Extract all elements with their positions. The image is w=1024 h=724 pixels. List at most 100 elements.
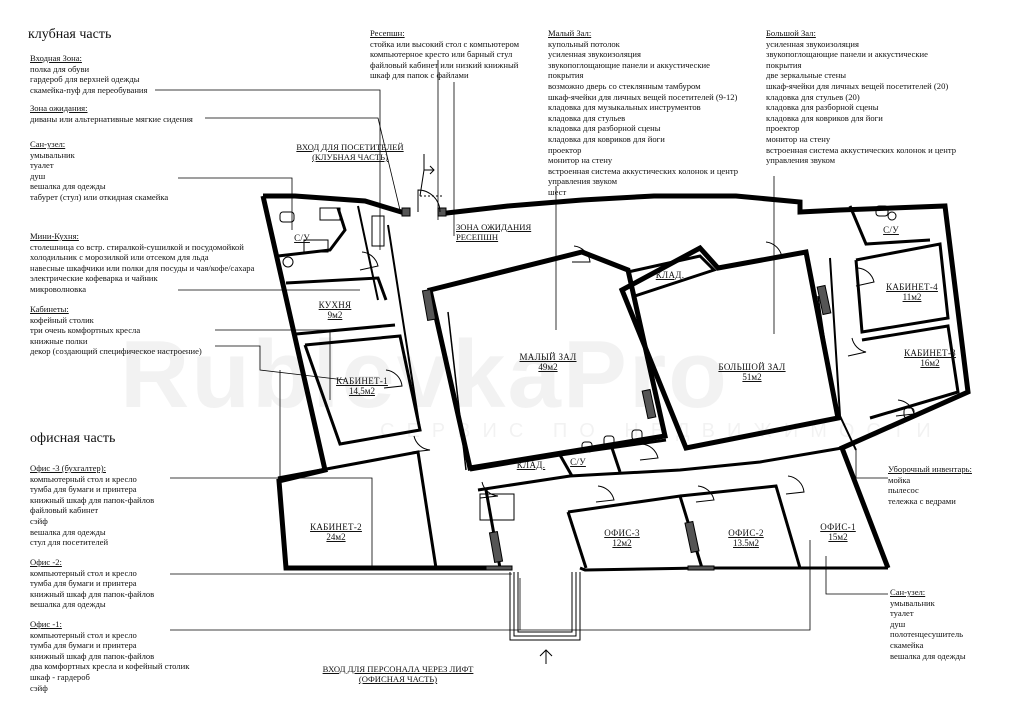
block-line: вешалка для одежды <box>890 650 966 661</box>
room-name: КЛАД. <box>516 460 546 470</box>
room-area: 14,5м2 <box>349 386 375 396</box>
inner-wall <box>829 257 857 451</box>
outer-wall <box>437 193 971 569</box>
staff-entrance-label: ВХОД ДЛЯ ПЕРСОНАЛА ЧЕРЕЗ ЛИФТ (ОФИСНАЯ Ч… <box>318 664 478 684</box>
block-line: тумба для бумаги и принтера <box>30 484 137 495</box>
block-line: книжный шкаф для папок-файлов <box>30 650 155 661</box>
block-line: управления звуком <box>766 155 836 166</box>
room-area: 11м2 <box>902 292 922 302</box>
inner-wall <box>566 511 588 569</box>
inner-wall <box>469 438 667 472</box>
leader-cleaning <box>855 450 888 479</box>
inner-wall <box>477 446 843 492</box>
room-area: 9м2 <box>327 310 343 320</box>
block-line: электрические кофеварка и чайник <box>30 273 158 284</box>
waiting-zone-block: Зона ожидания: диваны или альтернативные… <box>30 103 193 124</box>
room-area: 24м2 <box>326 532 346 542</box>
cleaning-block: Уборочный инвентарь: мойка пылесос тележ… <box>888 464 972 506</box>
inner-wall <box>679 484 802 569</box>
reception-block: Ресепшн: стойка или высокий стол с компь… <box>370 28 519 81</box>
bathroom-office-block: Сан-узел: умывальник туалет душ полотенц… <box>890 587 966 661</box>
room-name: С/У <box>570 457 586 467</box>
block-line: душ <box>30 170 46 181</box>
room-name: КАБИНЕТ-3 <box>904 348 956 358</box>
block-line: шест <box>548 186 567 197</box>
block-line: два комфортных кресла и кофейный столик <box>30 661 190 672</box>
block-line: туалет <box>890 608 914 619</box>
room-area: 15м2 <box>828 532 848 542</box>
block-line: полотенцесушитель <box>890 629 964 640</box>
block-line: умывальник <box>30 149 75 160</box>
entrance-line: ВХОД ДЛЯ ПЕРСОНАЛА ЧЕРЕЗ ЛИФТ <box>322 664 474 674</box>
block-line: шкаф - гардероб <box>30 671 90 682</box>
block-line: навесные шкафчики или полки для посуды и… <box>30 262 255 273</box>
room-name: С/У <box>883 225 899 235</box>
block-line: диваны или альтернативные мягкие сидения <box>30 113 193 124</box>
block-heading: Сан-узел: <box>890 587 926 597</box>
block-line: звукопоглощающие панели и аккустические <box>766 49 928 60</box>
room-area: 12м2 <box>612 538 632 548</box>
block-line: туалет <box>30 160 54 171</box>
block-heading: Сан-узел: <box>30 139 66 149</box>
room-name: КАБИНЕТ-2 <box>310 522 362 532</box>
block-line: шкаф-ячейки для личных вещей посетителей… <box>766 80 949 91</box>
block-line: возможно дверь со стеклянным тамбуром <box>548 80 701 91</box>
block-line: кофейный столик <box>30 314 94 325</box>
office-3-block: Офис -3 (бухгалтер): компьютерный стол и… <box>30 463 154 548</box>
zone-line: ЗОНА ОЖИДАНИЯ <box>456 222 532 232</box>
outer-wall <box>263 193 409 217</box>
room-name: С/У <box>294 233 310 243</box>
elevator-shaft <box>513 572 577 637</box>
office-2-block: Офис -2: компьютерный стол и кресло тумб… <box>30 557 154 610</box>
block-line: усиленная звукоизоляция <box>548 49 641 60</box>
inner-wall <box>854 242 950 334</box>
leader-bathroom-club <box>178 177 293 230</box>
room-su-3: С/У <box>883 225 899 235</box>
block-line: тумба для бумаги и принтера <box>30 640 137 651</box>
room-name: ОФИС-2 <box>728 528 764 538</box>
block-line: кладовка для стульев <box>548 112 626 123</box>
entrance-line: (ОФИСНАЯ ЧАСТЬ) <box>358 674 438 684</box>
block-line: управления звуком <box>548 176 618 187</box>
block-line: кладовка для музыкальных инструментов <box>548 102 701 113</box>
block-line: сэйф <box>30 515 48 526</box>
block-line: монитор на стену <box>548 155 613 166</box>
room-area: 13.5м2 <box>733 538 759 548</box>
block-heading: Ресепшн: <box>370 28 405 38</box>
leader-cabinets2 <box>215 345 346 381</box>
block-heading: Входная Зона: <box>30 53 82 63</box>
block-line: тележка с ведрами <box>888 495 956 506</box>
room-name: КУХНЯ <box>318 300 352 310</box>
inner-wall <box>558 454 574 477</box>
block-line: табурет (стул) или откидная скамейка <box>30 191 169 202</box>
room-area: 49м2 <box>538 362 558 372</box>
block-line: покрытия <box>766 59 802 70</box>
block-line: скамейка <box>890 639 924 650</box>
block-line: звукопоглощающие панели и аккустические <box>548 59 710 70</box>
entry-zone-block: Входная Зона: полка для обуви гардероб д… <box>30 53 147 95</box>
block-line: усиленная звукоизоляция <box>766 38 859 49</box>
block-heading: Уборочный инвентарь: <box>888 464 972 474</box>
room-name: КАБИНЕТ-1 <box>336 376 388 386</box>
block-line: файловый кабинет или низкий книжный <box>370 59 519 70</box>
inner-wall <box>610 447 622 473</box>
block-line: проектор <box>548 144 582 155</box>
block-line: пылесос <box>888 485 919 496</box>
block-line: тумба для бумаги и принтера <box>30 578 137 589</box>
block-heading: Офис -2: <box>30 557 62 567</box>
room-klad-1: КЛАД. <box>656 270 685 280</box>
room-area: 51м2 <box>742 372 762 382</box>
inner-wall <box>285 276 388 301</box>
leader-bathroom-office <box>825 556 888 595</box>
block-line: кладовка для разборной сцены <box>766 102 879 113</box>
leader-entry <box>155 89 381 250</box>
block-heading: Большой Зал: <box>766 28 816 38</box>
block-line: компьютерный стол и кресло <box>30 473 137 484</box>
